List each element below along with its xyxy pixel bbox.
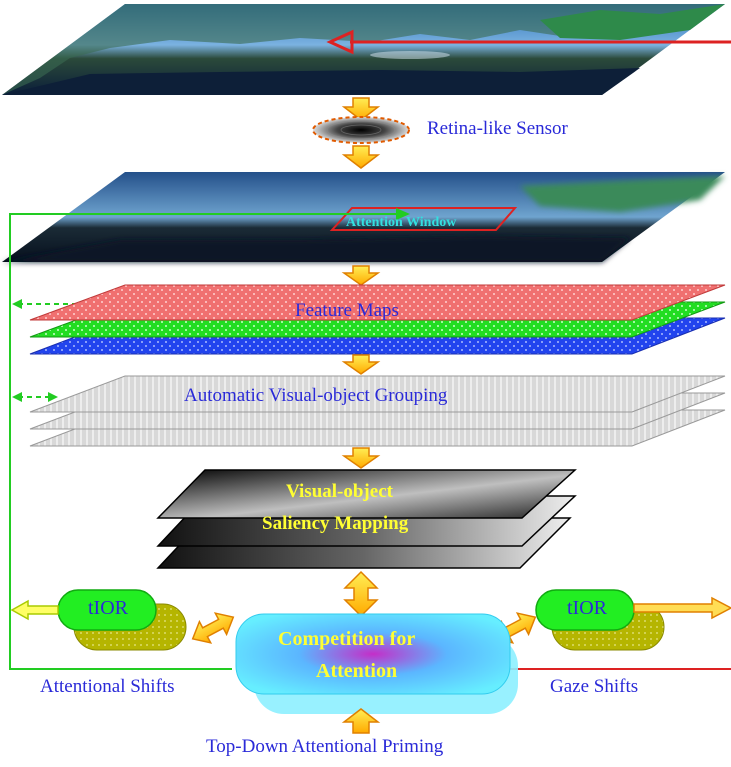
competition-label-line2: Attention — [316, 660, 398, 682]
foveated-image-layer — [2, 172, 725, 262]
grouping-label: Automatic Visual-object Grouping — [184, 385, 448, 406]
down-arrow-icon — [341, 354, 381, 375]
saliency-label-line2: Saliency Mapping — [262, 513, 409, 534]
input-image-layer — [2, 4, 725, 95]
grouping-stack — [29, 375, 726, 447]
down-arrow-icon — [341, 145, 381, 169]
attention-window-label: Attention Window — [346, 215, 457, 230]
gaze-shifts-label: Gaze Shifts — [550, 676, 639, 697]
feature-maps-label: Feature Maps — [295, 300, 399, 321]
down-arrow-icon — [341, 265, 381, 286]
up-arrow-icon — [341, 708, 381, 734]
saliency-stack — [156, 469, 577, 569]
down-arrow-icon — [341, 97, 381, 121]
retina-sensor-label: Retina-like Sensor — [427, 118, 568, 139]
gaze-pointer — [326, 29, 731, 55]
down-arrow-icon — [341, 447, 381, 469]
competition-node — [235, 613, 518, 714]
retina-sensor-icon — [312, 116, 410, 144]
double-arrow-icon — [191, 612, 235, 644]
tior-right-label: tIOR — [567, 597, 607, 619]
top-down-label: Top-Down Attentional Priming — [206, 736, 444, 757]
tior-left-label: tIOR — [88, 597, 128, 619]
tior-right-node — [535, 589, 665, 651]
double-arrow-icon — [343, 570, 379, 618]
competition-label-line1: Competition for — [278, 628, 416, 650]
gaze-shift-output-arrow — [633, 596, 731, 620]
feature-maps-stack — [29, 284, 726, 355]
attentional-shifts-label: Attentional Shifts — [40, 676, 175, 697]
attentional-shift-output-arrow — [10, 599, 59, 621]
saliency-label-line1: Visual-object — [286, 481, 393, 502]
